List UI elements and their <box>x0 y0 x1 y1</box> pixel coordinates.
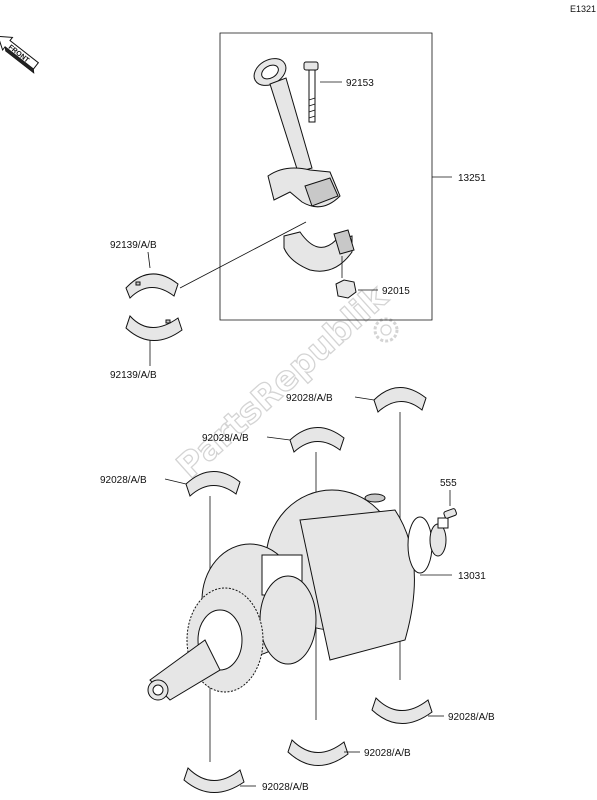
part-label-92015: 92015 <box>382 286 410 297</box>
upper-bearing-3-leader <box>354 396 375 401</box>
part-label-92028-lower-2: 92028/A/B <box>364 748 411 759</box>
upper-bearing-1-leader <box>164 478 187 485</box>
conrod-bearing-upper <box>125 273 179 299</box>
part-label-92028-upper-3: 92028/A/B <box>286 393 333 404</box>
upper-bearing-2-leader <box>266 436 291 441</box>
part-label-92139-lower: 92139/A/B <box>110 370 157 381</box>
part-label-13031: 13031 <box>458 571 486 582</box>
reference-code: E1321 <box>570 4 596 14</box>
watermark-gear-icon <box>373 317 399 343</box>
watermark-text: PartsRepublik <box>169 277 396 487</box>
part-label-13251: 13251 <box>458 173 486 184</box>
part-label-92028-lower-3: 92028/A/B <box>448 712 495 723</box>
conrod-bearing-lower <box>125 315 183 341</box>
main-bearing-upper-3 <box>373 387 427 413</box>
main-bearing-lower-1 <box>183 767 245 793</box>
main-bearing-upper-1 <box>185 471 241 497</box>
part-label-92028-upper-1: 92028/A/B <box>100 475 147 486</box>
main-bearing-upper-2 <box>289 427 345 453</box>
conrod-assembly-bracket <box>219 32 433 321</box>
bearing-upper-leader <box>147 251 151 269</box>
connecting-rod <box>253 58 341 208</box>
bearing-guide-line <box>179 221 307 289</box>
front-arrow-icon: FRONT <box>0 35 40 74</box>
main-bearing-lower-2 <box>287 739 349 766</box>
watermark: PartsRepublik <box>169 276 397 487</box>
main-bearing-lower-3 <box>371 697 433 724</box>
part-label-92028-lower-1: 92028/A/B <box>262 782 309 793</box>
part-label-92153: 92153 <box>346 78 374 89</box>
crankshaft <box>147 489 449 701</box>
part-label-555: 555 <box>440 478 457 489</box>
part-label-92028-upper-2: 92028/A/B <box>202 433 249 444</box>
conrod-bolt <box>303 61 319 123</box>
part-label-92139-upper: 92139/A/B <box>110 240 157 251</box>
connecting-rod-cap <box>283 229 355 278</box>
pin <box>443 508 457 519</box>
conrod-nut <box>335 279 357 299</box>
